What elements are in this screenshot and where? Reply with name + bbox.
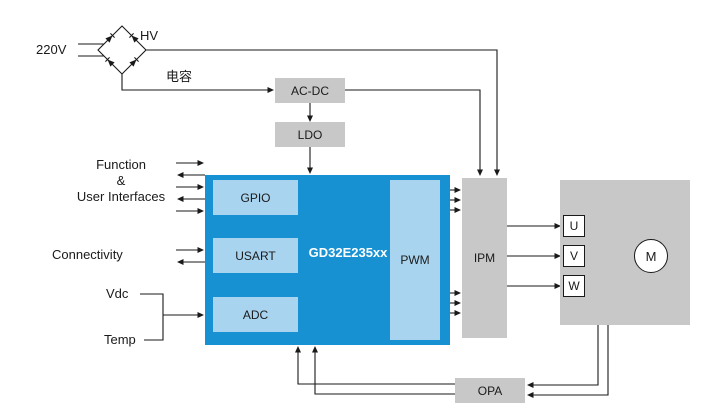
hv-label: HV — [140, 28, 159, 43]
opa-label: OPA — [477, 383, 503, 398]
phase-w-box: W — [563, 275, 585, 297]
adc-block: ADC — [213, 297, 298, 332]
bridge-rectifier-icon — [97, 25, 147, 75]
phase-v-label: V — [569, 249, 578, 263]
function-label-line1: Function — [96, 157, 146, 172]
wire-vdc-temp-join — [140, 293, 164, 341]
pwm-label: PWM — [400, 253, 430, 267]
connectivity-label: Connectivity — [52, 247, 123, 262]
acdc-label: AC-DC — [291, 83, 329, 98]
vdc-label: Vdc — [106, 286, 129, 301]
motor-label: M — [645, 248, 657, 264]
function-label-line2: & — [116, 173, 126, 188]
pwm-block: PWM — [390, 180, 440, 340]
temp-label: Temp — [104, 332, 136, 347]
function-label-line3: User Interfaces — [76, 189, 166, 204]
motor-icon: M — [634, 239, 668, 273]
ipm-label: IPM — [473, 251, 496, 265]
mains-voltage-label: 220V — [36, 42, 67, 57]
wire-acdc-to-ipm — [345, 89, 483, 176]
usart-block: USART — [213, 238, 298, 273]
usart-label: USART — [235, 248, 276, 263]
gpio-label: GPIO — [240, 190, 271, 205]
wire-bridge-to-acdc — [121, 74, 274, 93]
phase-u-label: U — [569, 219, 579, 233]
opa-block: OPA — [455, 378, 525, 403]
ipm-block: IPM — [462, 178, 507, 338]
phase-u-box: U — [563, 215, 585, 237]
ldo-block: LDO — [275, 122, 345, 147]
mcu-part-number: GD32E235xx — [308, 245, 388, 260]
wire-hv-to-ipm — [146, 49, 500, 176]
wire-opa-adc-2 — [312, 346, 455, 395]
wire-opa-adc-1 — [295, 346, 455, 385]
gpio-block: GPIO — [213, 180, 298, 215]
capacitor-label: 电容 — [166, 69, 193, 84]
acdc-block: AC-DC — [275, 78, 345, 103]
ldo-label: LDO — [297, 127, 323, 142]
phase-v-box: V — [563, 245, 585, 267]
adc-label: ADC — [242, 307, 269, 322]
phase-w-label: W — [568, 279, 580, 293]
